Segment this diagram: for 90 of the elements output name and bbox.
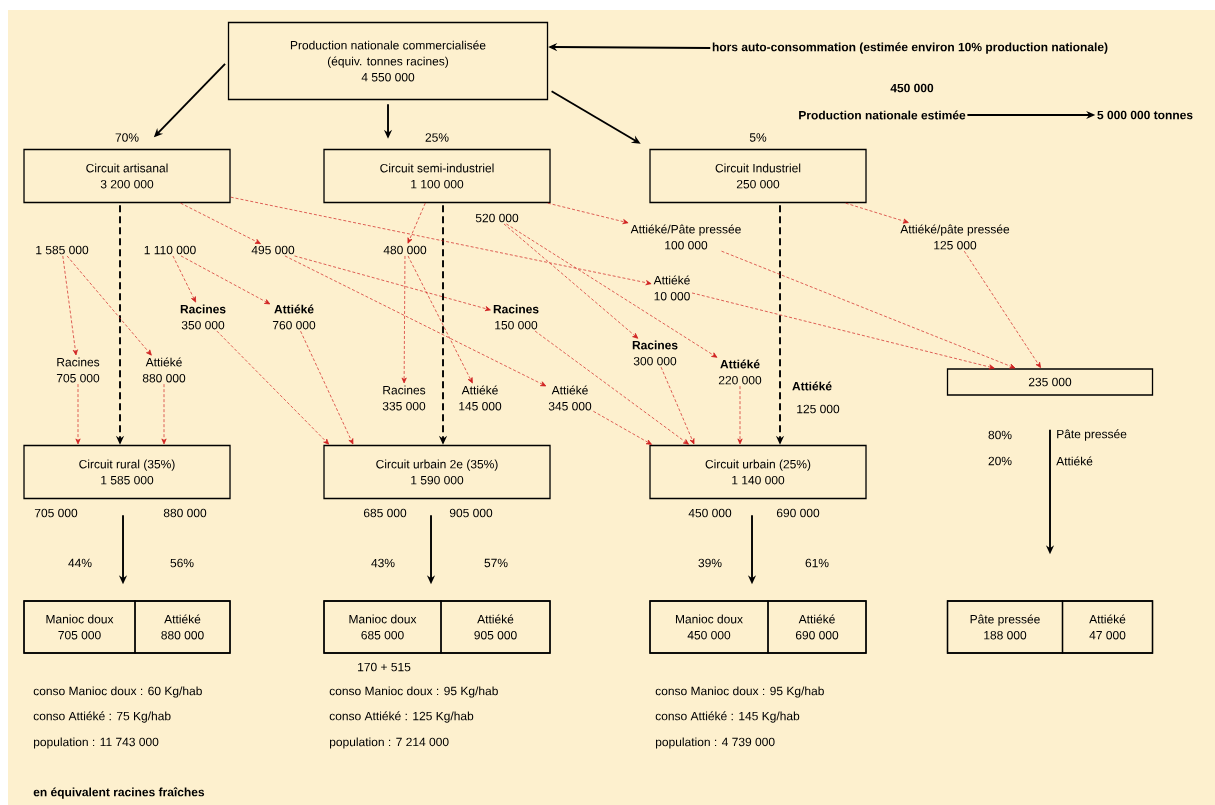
table-cell: Pâte pressée 188 000 [946, 600, 1064, 654]
value-label: 125 000 [797, 404, 840, 414]
value-label: 56% [170, 558, 194, 568]
value-label: Attiéké [1056, 456, 1093, 466]
note-text: hors auto-consommation (estimée environ 10% production nationale) [712, 42, 1108, 54]
value-label: 1 110 000 [144, 245, 196, 255]
value-label: Pâte pressée [1057, 429, 1127, 441]
arrow [300, 330, 354, 445]
arrow [593, 410, 652, 445]
arrow [721, 250, 1016, 369]
arrow [691, 292, 995, 370]
value-label: 43% [371, 558, 395, 568]
arrow [180, 255, 271, 305]
flow-box: Circuit urbain 2e (35%) 1 590 000 [323, 444, 551, 500]
table-cell: Attiéké 905 000 [440, 600, 551, 654]
value-label: 495 000 [251, 245, 295, 255]
note-text: conso Attiéké : 125 Kg/hab [329, 711, 474, 723]
value-label: Attiéké 10 000 [653, 275, 690, 301]
table-cell: Attiéké 880 000 [134, 600, 231, 654]
arrow [547, 202, 629, 225]
arrow [75, 383, 81, 445]
value-label: 1 585 000 [36, 245, 89, 255]
value-label: 520 000 [475, 213, 519, 223]
value-label: Racines 350 000 [180, 304, 226, 330]
note-text: Production nationale estimée [799, 110, 966, 120]
flow-box: Circuit rural (35%) 1 585 000 [23, 444, 231, 500]
table-cell: Manioc doux 685 000 [323, 600, 442, 654]
flow-box: Circuit Industriel 250 000 [649, 148, 867, 204]
value-label: Attiéké 345 000 [548, 385, 592, 411]
value-label: Racines 705 000 [56, 357, 100, 383]
process-box: Production nationale commercialisée (équiv. tonnes racines) 4 550 000 [227, 21, 549, 101]
value-box: 235 000 [946, 368, 1154, 396]
table-cell: Manioc doux 705 000 [23, 600, 136, 654]
arrow [506, 223, 718, 358]
table-cell: Manioc doux 450 000 [649, 600, 769, 654]
arrow [172, 255, 196, 303]
value-label: Attiéké 760 000 [272, 304, 316, 330]
arrow [66, 255, 152, 356]
note-text: en équivalent racines fraîches [33, 787, 205, 799]
value-label: 450 000 [890, 83, 934, 93]
table-cell: Attiéké 47 000 [1061, 600, 1154, 654]
value-label: Attiéké 145 000 [459, 385, 502, 411]
table-cell: Attiéké 690 000 [767, 600, 867, 654]
arrow [660, 366, 695, 445]
arrow [737, 385, 743, 445]
value-label: 61% [805, 558, 829, 568]
total-text: 5 000 000 tonnes [1097, 110, 1193, 120]
value-label: Attiéké/Pâte pressée 100 000 [630, 224, 741, 250]
arrow [294, 255, 491, 312]
value-label: Attiéké 880 000 [142, 357, 186, 383]
arrow [407, 202, 426, 244]
note-text: conso Attiéké : 145 Kg/hab [655, 711, 800, 723]
arrow [534, 330, 689, 445]
arrow [963, 250, 1041, 368]
percent-label: 70% [115, 133, 139, 142]
arrow [284, 255, 547, 387]
value-label: 170 + 515 [358, 662, 411, 672]
note-text: population : 4 739 000 [656, 737, 775, 749]
note-text: conso Manioc doux : 95 Kg/hab [329, 686, 498, 698]
value-label: 57% [484, 558, 508, 568]
note-text: conso Attiéké : 75 Kg/hab [33, 711, 171, 723]
note-text: conso Manioc doux : 95 Kg/hab [655, 686, 824, 698]
note-text: population : 7 214 000 [330, 737, 449, 749]
arrow [180, 202, 261, 244]
arrow [407, 255, 473, 384]
value-label: 80% [988, 430, 1012, 440]
percent-label: 25% [425, 133, 449, 142]
percent-label: 5% [749, 133, 767, 142]
note-text: conso Manioc doux : 60 Kg/hab [33, 686, 202, 698]
value-label: 39% [698, 558, 722, 568]
arrow [845, 202, 909, 224]
value-label: Attiéké 220 000 [718, 359, 762, 385]
arrow [161, 383, 167, 445]
flow-box: Circuit artisanal 3 200 000 [23, 148, 231, 204]
value-label: Racines 300 000 [632, 340, 678, 366]
value-label: 44% [68, 558, 92, 568]
arrow [62, 255, 78, 356]
arrow [230, 196, 652, 286]
arrow [503, 223, 639, 339]
value-label: Racines 150 000 [493, 304, 539, 330]
value-label: Attiéké/pâte pressée 125 000 [900, 224, 1010, 250]
flow-box: Circuit semi-industriel 1 100 000 [323, 148, 551, 204]
note-text: population : 11 743 000 [34, 737, 159, 749]
arrow [401, 255, 407, 384]
flow-box: Circuit urbain (25%) 1 140 000 [649, 444, 867, 500]
arrow [216, 330, 330, 445]
value-label: Racines 335 000 [382, 385, 426, 411]
value-label: Attiéké [792, 381, 832, 391]
value-label: 480 000 [383, 245, 427, 255]
value-label: 20% [988, 456, 1012, 466]
